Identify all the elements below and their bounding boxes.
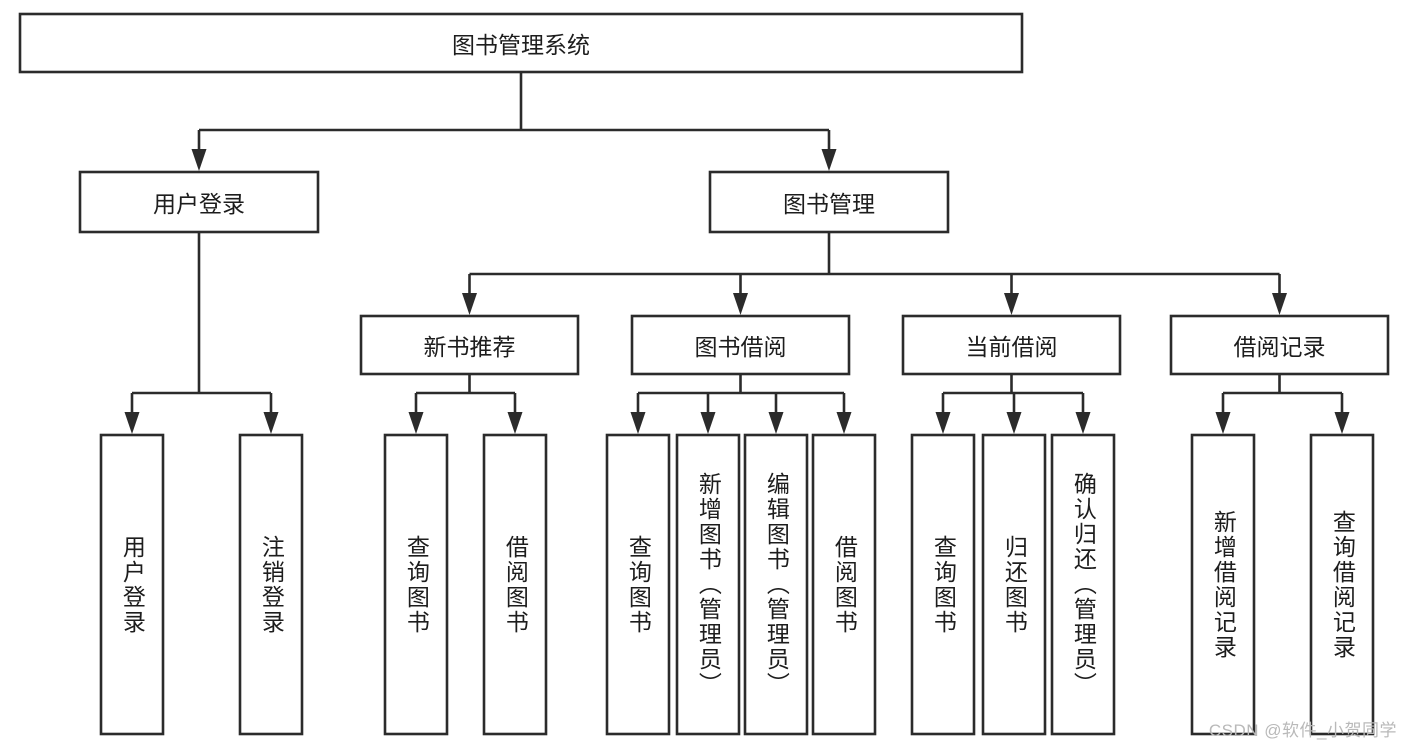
- edge-group-user-login: [124, 232, 279, 434]
- node-box-leaf-edit-book-admin[interactable]: [743, 433, 809, 736]
- node-box-current-borrow[interactable]: [901, 314, 1122, 376]
- node-box-user-login[interactable]: [78, 170, 320, 234]
- node-box-leaf-return-book[interactable]: [981, 433, 1047, 736]
- node-box-leaf-query-book-borrow[interactable]: [605, 433, 671, 736]
- node-box-book-manage[interactable]: [708, 170, 950, 234]
- node-box-leaf-logout-login[interactable]: [238, 433, 304, 736]
- node-box-book-borrow[interactable]: [630, 314, 851, 376]
- node-box-root[interactable]: [18, 12, 1024, 74]
- edge-group-current-borrow: [935, 374, 1091, 434]
- node-box-leaf-query-borrow-record[interactable]: [1309, 433, 1375, 736]
- watermark-text: CSDN @软件_小贺同学: [1208, 721, 1397, 740]
- node-box-new-book-recommend[interactable]: [359, 314, 580, 376]
- edge-group-new-book-recommend: [408, 374, 523, 434]
- edge-group-book-borrow: [630, 374, 852, 434]
- edge-group-root: [191, 72, 837, 171]
- node-box-borrow-record[interactable]: [1169, 314, 1390, 376]
- node-box-leaf-user-login[interactable]: [99, 433, 165, 736]
- node-box-leaf-add-book-admin[interactable]: [675, 433, 741, 736]
- node-box-leaf-query-book-current[interactable]: [910, 433, 976, 736]
- node-box-leaf-add-borrow-record[interactable]: [1190, 433, 1256, 736]
- node-box-leaf-query-book-recommend[interactable]: [383, 433, 449, 736]
- edge-group-book-manage: [462, 232, 1287, 315]
- edge-group-borrow-record: [1215, 374, 1350, 434]
- node-box-leaf-borrow-book[interactable]: [811, 433, 877, 736]
- boxes-layer: [18, 12, 1390, 736]
- node-box-leaf-confirm-return-admin[interactable]: [1050, 433, 1116, 736]
- connectors-layer: [124, 72, 1350, 434]
- node-box-leaf-borrow-book-recommend[interactable]: [482, 433, 548, 736]
